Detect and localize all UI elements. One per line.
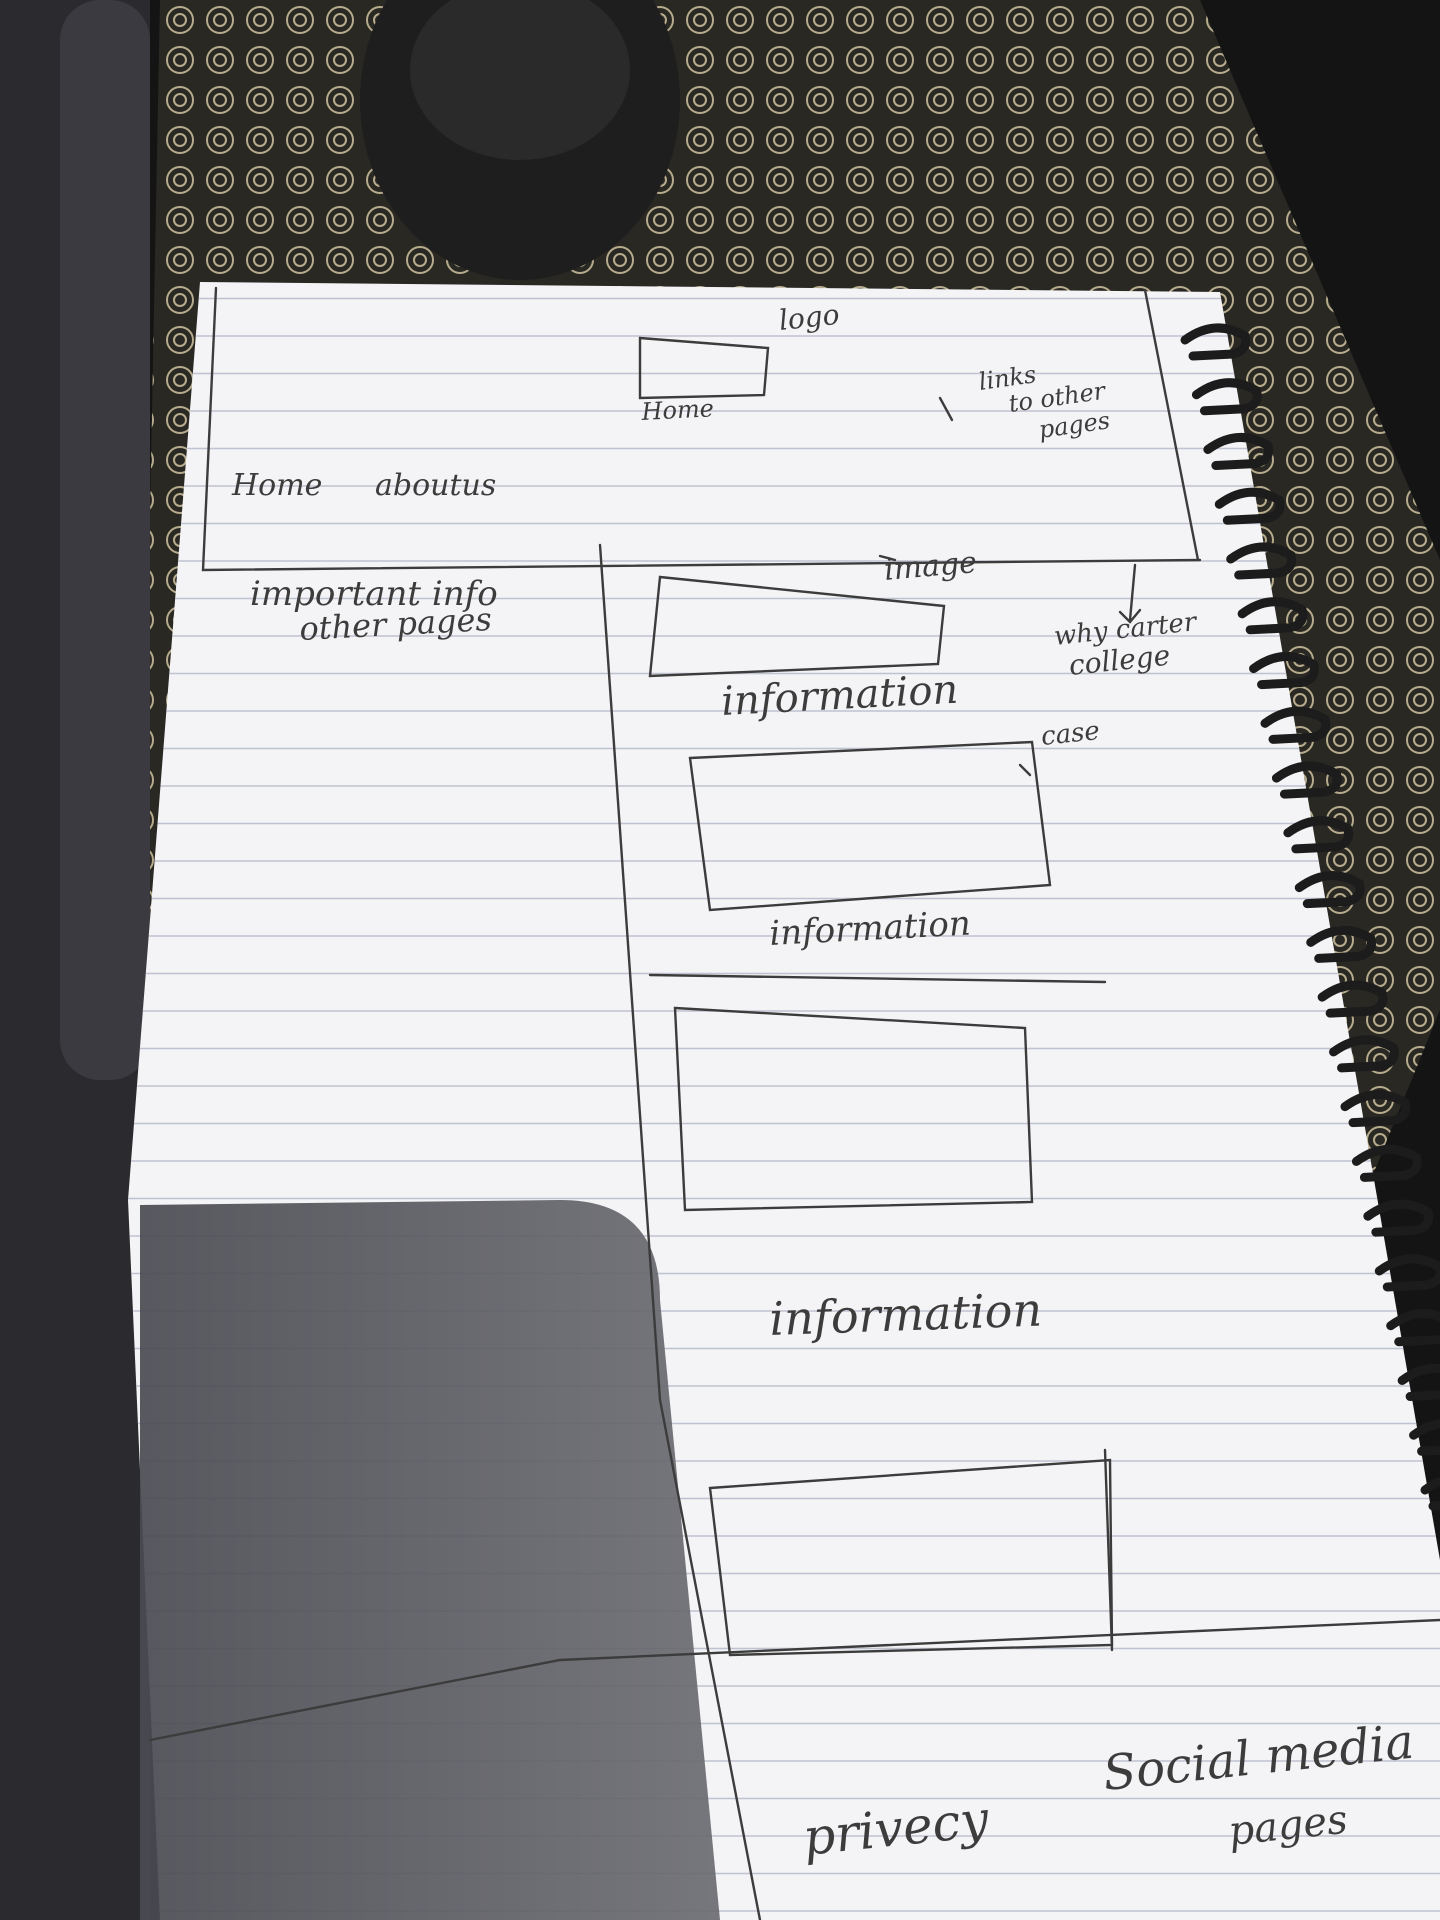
image-box-3 [673,1006,1034,1212]
spiral-ring [1317,980,1388,1018]
image-box-1 [648,575,946,678]
spiral-ring [1191,378,1262,416]
case-callout: case [1040,716,1102,752]
wireframe-sketch [148,286,1440,1920]
spiral-ring [1306,925,1376,963]
spiral-ring [1386,1309,1440,1347]
spiral-ring [1340,1090,1411,1128]
spiral-ring [1180,323,1251,361]
spiral-ring [1363,1199,1434,1237]
spiral-ring [1329,1035,1399,1073]
spiral-binding [1180,323,1440,1511]
image-box-2 [688,740,1052,912]
image-callout: image [883,545,979,588]
hand-shadow [140,1200,720,1920]
logo-caption: Home [640,394,715,426]
spiral-ring [1226,542,1296,580]
logo-label: logo [777,298,841,337]
nav-home-label: Home [231,468,322,503]
spiral-ring [1214,487,1285,525]
spiral-ring [1283,816,1354,854]
spiral-ring [1249,651,1319,690]
spiral-ring [1271,761,1342,799]
nav-about-label: aboutus [375,468,496,503]
spiral-ring [1409,1419,1440,1456]
spiral-ring [1351,1144,1422,1182]
spiral-ring [1203,432,1274,471]
section-4-caption: information [768,1283,1042,1346]
spiral-ring [1397,1363,1440,1401]
sidebar-note-line-1: important info [250,574,498,614]
spiral-ring [1237,597,1308,635]
spiral-ring [1374,1254,1440,1292]
logo-placeholder [638,336,770,400]
spiral-ring [1294,871,1365,909]
header-frame [201,286,1202,572]
spiral-ring [1260,706,1331,744]
sidebar-divider [598,543,762,1920]
footer-divider [148,1618,1440,1742]
